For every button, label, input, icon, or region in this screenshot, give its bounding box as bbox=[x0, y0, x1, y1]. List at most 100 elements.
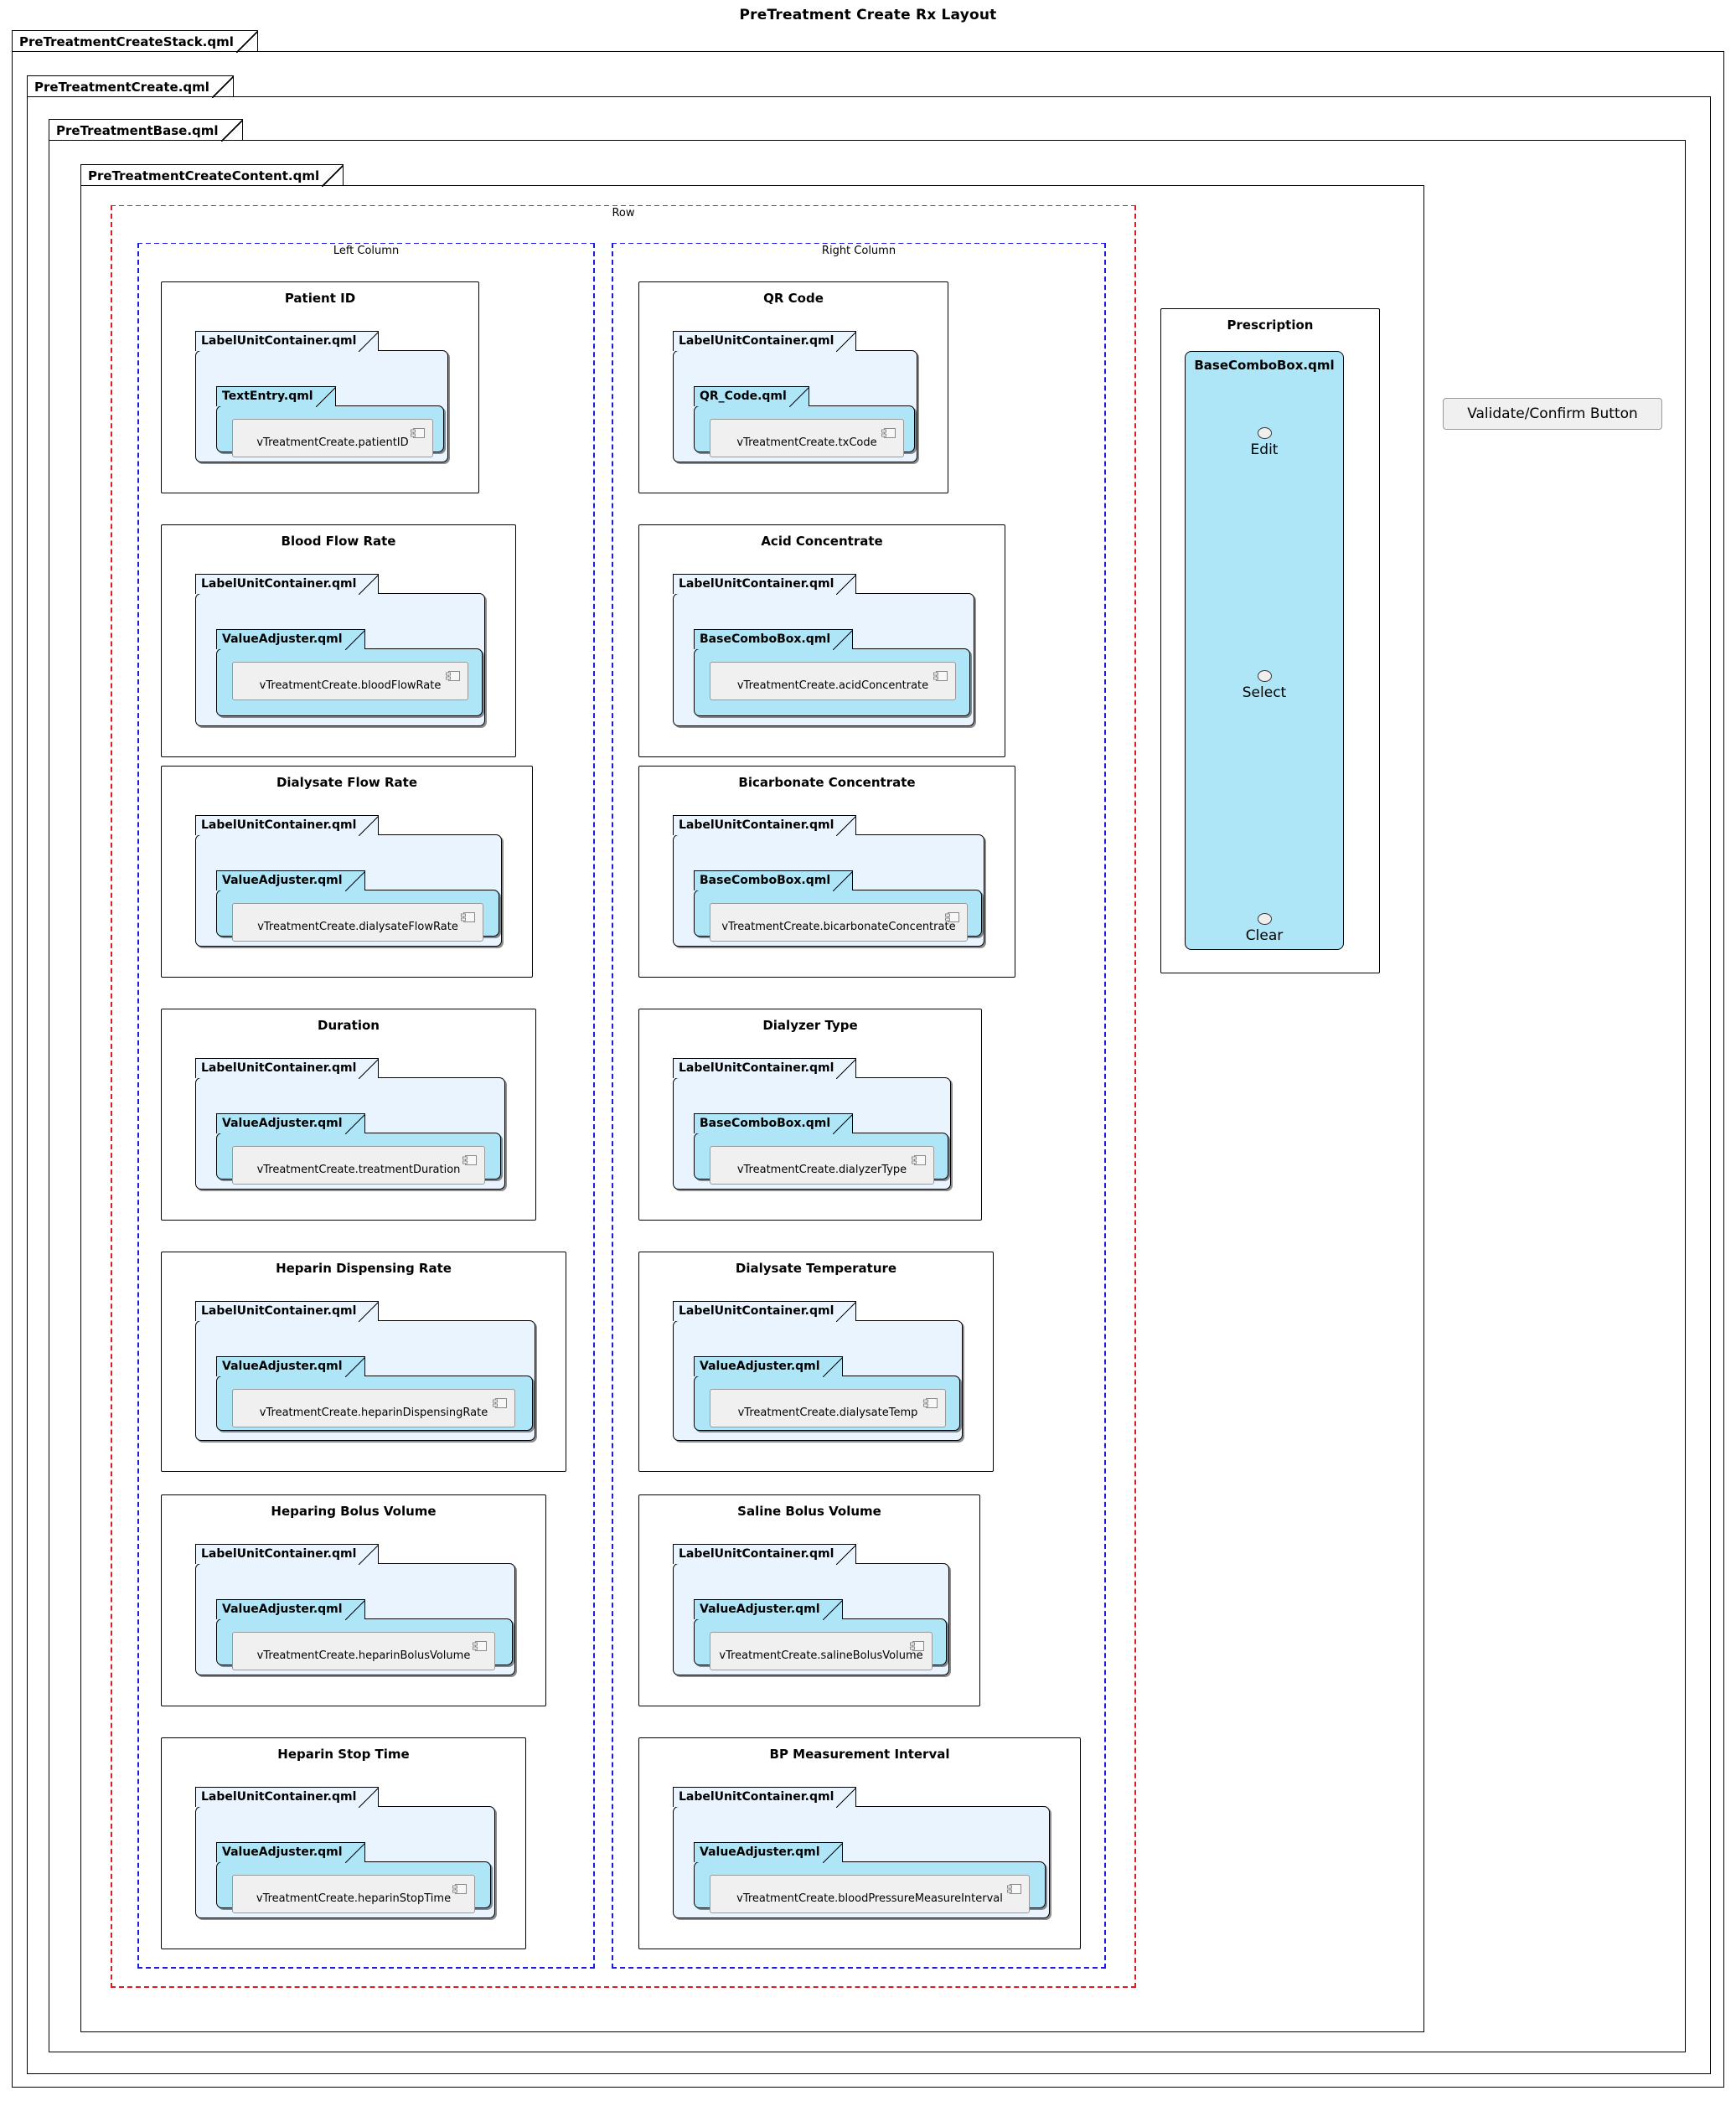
label-unit-container-body: BaseComboBox.qml vTreatmentCreate.dialyze… bbox=[673, 1077, 951, 1190]
label-unit-container-label: LabelUnitContainer.qml bbox=[673, 815, 857, 836]
radio-icon bbox=[1257, 913, 1272, 925]
group-row-label: Row bbox=[112, 206, 1134, 220]
component-label: vTreatmentCreate.bicarbonateConcentrate bbox=[721, 921, 956, 933]
component-label: vTreatmentCreate.txCode bbox=[736, 436, 877, 449]
prescription-item-edit[interactable]: Edit bbox=[1186, 427, 1343, 458]
component-label: vTreatmentCreate.dialysateFlowRate bbox=[257, 921, 458, 933]
component-box[interactable]: vTreatmentCreate.treatmentDuration bbox=[232, 1146, 485, 1185]
group-left-column-label: Left Column bbox=[139, 244, 593, 258]
inner-component-package: ValueAdjuster.qml vTreatmentCreate.bloodF… bbox=[216, 629, 483, 716]
component-box[interactable]: vTreatmentCreate.heparinBolusVolume bbox=[232, 1632, 495, 1670]
uml-component-icon bbox=[912, 1153, 926, 1165]
radio-icon bbox=[1257, 427, 1272, 439]
unit-card-title: Heparing Bolus Volume bbox=[271, 1504, 437, 1519]
inner-component-body: vTreatmentCreate.patientID bbox=[216, 405, 444, 457]
component-label: vTreatmentCreate.bloodPressureMeasureInt… bbox=[736, 1892, 1003, 1905]
component-box[interactable]: vTreatmentCreate.dialyzerType bbox=[710, 1146, 934, 1185]
component-label: vTreatmentCreate.treatmentDuration bbox=[256, 1164, 461, 1176]
component-box[interactable]: vTreatmentCreate.heparinStopTime bbox=[232, 1875, 475, 1913]
inner-component-package: ValueAdjuster.qml vTreatmentCreate.bloodP… bbox=[694, 1842, 1046, 1913]
inner-component-body: vTreatmentCreate.salineBolusVolume bbox=[694, 1618, 947, 1670]
component-box[interactable]: vTreatmentCreate.bloodFlowRate bbox=[232, 662, 468, 700]
inner-component-label: BaseComboBox.qml bbox=[694, 629, 854, 650]
prescription-item-select[interactable]: Select bbox=[1186, 670, 1343, 701]
uml-component-icon bbox=[945, 910, 959, 922]
component-box[interactable]: vTreatmentCreate.heparinDispensingRate bbox=[232, 1389, 515, 1427]
uml-component-icon bbox=[923, 1396, 938, 1408]
component-box[interactable]: vTreatmentCreate.acidConcentrate bbox=[710, 662, 956, 700]
component-box[interactable]: vTreatmentCreate.bloodPressureMeasureInt… bbox=[710, 1875, 1030, 1913]
inner-component-label: ValueAdjuster.qml bbox=[216, 1599, 365, 1620]
page-title: PreTreatment Create Rx Layout bbox=[739, 7, 997, 23]
label-unit-container-label: LabelUnitContainer.qml bbox=[673, 1301, 857, 1322]
label-unit-container-label: LabelUnitContainer.qml bbox=[673, 1787, 857, 1808]
unit-card-title: Dialysate Flow Rate bbox=[276, 775, 418, 790]
component-label: vTreatmentCreate.salineBolusVolume bbox=[719, 1649, 923, 1662]
prescription-item-clear[interactable]: Clear bbox=[1186, 913, 1343, 944]
unit-card-title: Dialyzer Type bbox=[762, 1018, 858, 1033]
prescription-combobox-title: BaseComboBox.qml bbox=[1194, 358, 1335, 373]
label-unit-container-body: ValueAdjuster.qml vTreatmentCreate.bloodP… bbox=[673, 1806, 1050, 1918]
frame-label: PreTreatmentBase.qml bbox=[49, 119, 243, 142]
prescription-combobox[interactable]: BaseComboBox.qml Edit Select Clear bbox=[1185, 351, 1344, 950]
group-right-column: Right Column bbox=[612, 243, 1106, 1969]
uml-component-icon bbox=[933, 668, 948, 681]
inner-component-label: BaseComboBox.qml bbox=[694, 1113, 854, 1134]
inner-component-label: ValueAdjuster.qml bbox=[216, 629, 365, 650]
inner-component-body: vTreatmentCreate.heparinBolusVolume bbox=[216, 1618, 513, 1670]
component-box[interactable]: vTreatmentCreate.dialysateTemp bbox=[710, 1389, 946, 1427]
component-box[interactable]: vTreatmentCreate.dialysateFlowRate bbox=[232, 903, 483, 942]
prescription-card: Prescription BaseComboBox.qml Edit Selec… bbox=[1160, 308, 1380, 973]
uml-component-icon bbox=[446, 668, 460, 681]
inner-component-label: ValueAdjuster.qml bbox=[694, 1842, 843, 1863]
unit-card-title: BP Measurement Interval bbox=[769, 1747, 950, 1762]
validate-confirm-button[interactable]: Validate/Confirm Button bbox=[1443, 398, 1662, 430]
radio-icon bbox=[1257, 670, 1272, 682]
label-unit-container-label: LabelUnitContainer.qml bbox=[195, 815, 380, 836]
component-box[interactable]: vTreatmentCreate.salineBolusVolume bbox=[710, 1632, 933, 1670]
component-box[interactable]: vTreatmentCreate.bicarbonateConcentrate bbox=[710, 903, 968, 942]
uml-component-icon bbox=[461, 910, 475, 922]
component-label: vTreatmentCreate.acidConcentrate bbox=[736, 679, 929, 692]
component-box[interactable]: vTreatmentCreate.patientID bbox=[232, 419, 433, 457]
label-unit-container-label: LabelUnitContainer.qml bbox=[673, 574, 857, 595]
label-unit-container-label: LabelUnitContainer.qml bbox=[195, 574, 380, 595]
prescription-title: Prescription bbox=[1227, 317, 1314, 333]
inner-component-body: vTreatmentCreate.treatmentDuration bbox=[216, 1133, 501, 1185]
inner-component-label: ValueAdjuster.qml bbox=[216, 1113, 365, 1134]
prescription-item-label: Edit bbox=[1250, 441, 1279, 458]
unit-card-title: Patient ID bbox=[284, 291, 356, 306]
label-unit-container-body: BaseComboBox.qml vTreatmentCreate.acidCon… bbox=[673, 593, 974, 726]
component-label: vTreatmentCreate.dialyzerType bbox=[736, 1164, 907, 1176]
component-label: vTreatmentCreate.heparinStopTime bbox=[256, 1892, 452, 1905]
inner-component-body: vTreatmentCreate.dialyzerType bbox=[694, 1133, 948, 1185]
inner-component-body: vTreatmentCreate.heparinDispensingRate bbox=[216, 1376, 533, 1431]
inner-component-label: ValueAdjuster.qml bbox=[216, 1842, 365, 1863]
inner-component-label: QR_Code.qml bbox=[694, 386, 809, 407]
component-box[interactable]: vTreatmentCreate.txCode bbox=[710, 419, 904, 457]
